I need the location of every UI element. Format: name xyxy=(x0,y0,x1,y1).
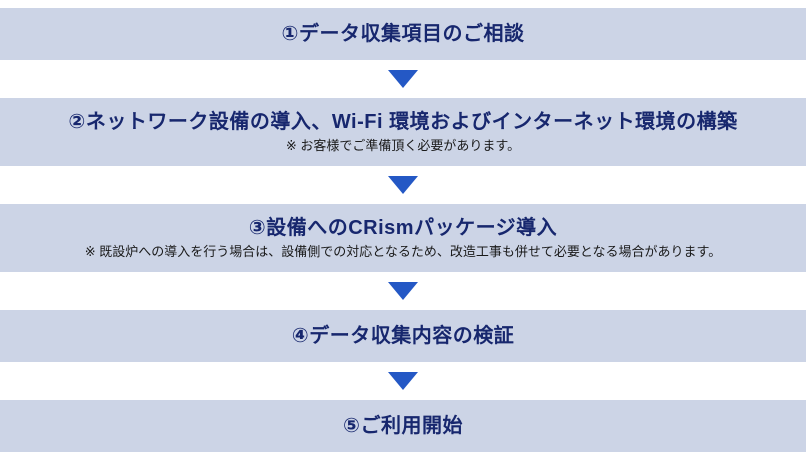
down-arrow-icon xyxy=(388,282,418,300)
down-arrow-icon xyxy=(388,70,418,88)
step-3-banner: ③設備へのCRismパッケージ導入 ※ 既設炉への導入を行う場合は、設備側での対… xyxy=(0,204,806,272)
step-4-banner: ④データ収集内容の検証 xyxy=(0,310,806,362)
down-arrow-icon xyxy=(388,372,418,390)
step-5-title: ⑤ご利用開始 xyxy=(343,415,463,437)
step-2-note: ※ お客様でご準備頂く必要があります。 xyxy=(285,137,521,153)
arrow-row-4 xyxy=(0,362,806,400)
step-3-title: ③設備へのCRismパッケージ導入 xyxy=(248,216,558,239)
step-1-title: ①データ収集項目のご相談 xyxy=(281,23,525,45)
down-arrow-icon xyxy=(388,176,418,194)
step-5-banner: ⑤ご利用開始 xyxy=(0,400,806,452)
arrow-row-1 xyxy=(0,60,806,98)
arrow-row-2 xyxy=(0,166,806,204)
step-4-title: ④データ収集内容の検証 xyxy=(291,325,515,347)
step-2-banner: ②ネットワーク設備の導入、Wi-Fi 環境およびインターネット環境の構築 ※ お… xyxy=(0,98,806,166)
arrow-row-3 xyxy=(0,272,806,310)
step-2-title: ②ネットワーク設備の導入、Wi-Fi 環境およびインターネット環境の構築 xyxy=(68,110,738,133)
step-3-note: ※ 既設炉への導入を行う場合は、設備側での対応となるため、改造工事も併せて必要と… xyxy=(84,243,722,259)
step-1-banner: ①データ収集項目のご相談 xyxy=(0,8,806,60)
